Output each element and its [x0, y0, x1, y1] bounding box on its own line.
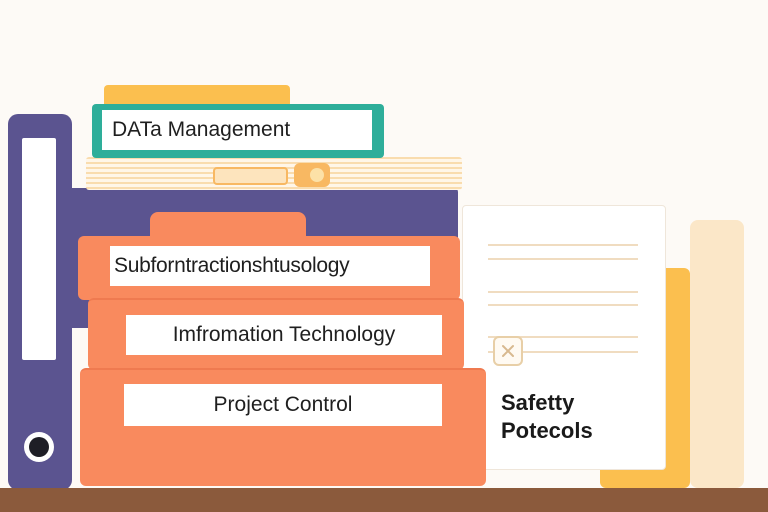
binder-ring-icon	[24, 432, 54, 462]
doc-line	[488, 351, 638, 353]
close-icon	[493, 336, 523, 366]
vertical-purple-binder	[8, 114, 72, 490]
safety-title-line2: Potecols	[501, 418, 593, 443]
wooden-shelf	[0, 488, 768, 512]
project-control-label: Project Control	[124, 384, 442, 426]
information-technology-label: Imfromation Technology	[126, 315, 442, 355]
data-management-label: DATa Management	[102, 110, 372, 150]
doc-line	[488, 336, 638, 338]
book-clasp-bar	[213, 167, 288, 185]
safety-title-line1: Safetty	[501, 390, 575, 415]
doc-line	[488, 304, 638, 306]
safety-protocols-document: Safetty Potecols	[462, 205, 666, 470]
cream-book	[690, 220, 744, 488]
subform-label: Subforntractionshtusology	[110, 246, 430, 286]
binder-label-slot	[22, 138, 56, 360]
book-clasp	[294, 163, 330, 187]
doc-line	[488, 258, 638, 260]
doc-line	[488, 244, 638, 246]
doc-line	[488, 291, 638, 293]
